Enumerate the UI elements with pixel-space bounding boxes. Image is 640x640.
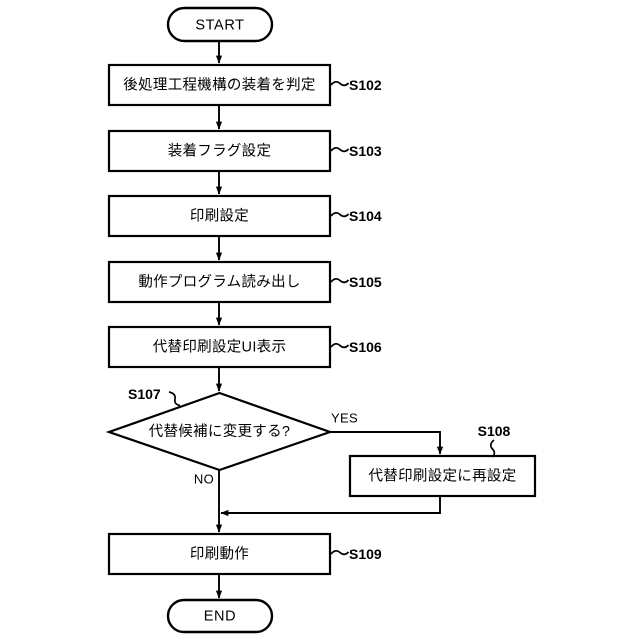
s108-box-shape <box>348 454 537 498</box>
node-s106: 代替印刷設定UI表示 S106 <box>107 325 382 369</box>
start-terminator-shape <box>166 6 274 43</box>
s105-box-label: 動作プログラム読み出し <box>138 274 300 291</box>
end-terminator-label: END <box>204 609 236 625</box>
s109-box-shape <box>107 532 332 576</box>
s102-box-shape <box>107 63 332 107</box>
connector-s107-yes-to-s108 <box>330 431 444 455</box>
s105-step-label: S105 <box>349 274 382 290</box>
s106-box-shape <box>107 325 332 369</box>
node-s105: 動作プログラム読み出し S105 <box>107 260 382 304</box>
connector-group <box>215 41 444 599</box>
s109-box-label: 印刷動作 <box>190 546 249 563</box>
s108-box-label: 代替印刷設定に再設定 <box>369 468 517 485</box>
s108-step-leader <box>489 439 496 458</box>
node-s102: 後処理工程機構の装着を判定 S102 <box>107 63 382 107</box>
s107-step-label: S107 <box>128 386 161 402</box>
s102-box-label: 後処理工程機構の装着を判定 <box>123 77 315 94</box>
node-s107: 代替候補に変更する? S107 <box>105 386 334 472</box>
node-end: END <box>166 598 274 634</box>
s105-step-leader <box>330 277 350 284</box>
s104-box-shape <box>107 194 332 238</box>
s107-step-leader <box>168 391 181 407</box>
start-terminator-label: START <box>195 18 244 34</box>
s103-step-label: S103 <box>349 143 382 159</box>
s104-step-label: S104 <box>349 208 382 224</box>
s103-box-label: 装着フラグ設定 <box>168 143 272 160</box>
s102-step-label: S102 <box>349 77 382 93</box>
branch-label-yes: YES <box>331 411 358 426</box>
s107-decision-label: 代替候補に変更する? <box>149 423 291 440</box>
node-s108: 代替印刷設定に再設定 S108 <box>348 423 537 498</box>
branch-label-no: NO <box>194 472 214 487</box>
node-s104: 印刷設定 S104 <box>107 194 382 238</box>
end-terminator-shape <box>166 598 274 634</box>
s103-box-shape <box>107 129 332 173</box>
node-start: START <box>166 6 274 43</box>
s104-step-leader <box>330 211 350 218</box>
node-s109: 印刷動作 S109 <box>107 532 382 576</box>
s105-box-shape <box>107 260 332 304</box>
node-s103: 装着フラグ設定 S103 <box>107 129 382 173</box>
s102-step-leader <box>330 80 350 87</box>
s106-step-leader <box>330 342 350 349</box>
s104-box-label: 印刷設定 <box>190 208 249 225</box>
s107-decision-shape <box>105 391 334 472</box>
s109-step-leader <box>330 549 350 556</box>
connector-s108-to-merge <box>220 495 441 517</box>
s109-step-label: S109 <box>349 546 382 562</box>
s103-step-leader <box>330 146 350 153</box>
s106-step-label: S106 <box>349 339 382 355</box>
s108-step-label: S108 <box>478 423 511 439</box>
s106-box-label: 代替印刷設定UI表示 <box>153 339 287 356</box>
